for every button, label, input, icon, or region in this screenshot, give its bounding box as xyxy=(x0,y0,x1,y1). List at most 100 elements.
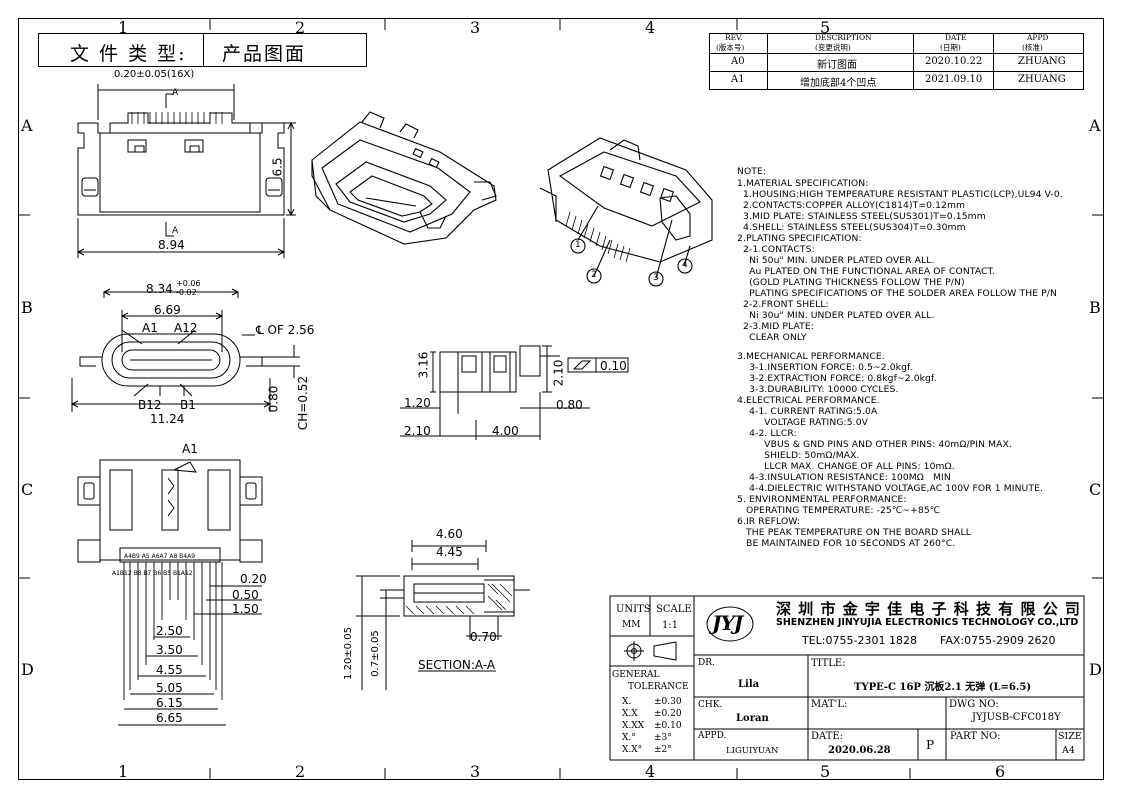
title-label: TITLE: xyxy=(811,658,846,669)
side-view xyxy=(400,345,629,440)
tolerance-value: ±3° xyxy=(654,733,672,743)
section-view xyxy=(356,540,530,690)
dim-width-8-34: 8.34 xyxy=(146,282,173,296)
zone-left-b: B xyxy=(21,298,33,317)
section-label: SECTION:A-A xyxy=(418,658,496,672)
note-line: 3.MID PLATE: STAINLESS STEEL(SUS301)T=0.… xyxy=(737,211,986,222)
zone-right-b: B xyxy=(1089,298,1101,317)
dim-height-6-5: 6.5 xyxy=(270,157,285,177)
note-line: 3.MECHANICAL PERFORMANCE. xyxy=(737,351,885,362)
tolerance-title-2: TOLERANCE xyxy=(628,682,689,692)
pin-label-b1: B1 xyxy=(180,398,196,412)
part-number-label: PART NO: xyxy=(950,731,1001,742)
note-line: 2-2.FRONT SHELL: xyxy=(737,299,829,310)
checked-value: Loran xyxy=(736,713,769,724)
rev-header-cn: (版本号) xyxy=(716,43,745,52)
flatness-tolerance: 0.10 xyxy=(600,359,627,373)
zone-bottom-3: 3 xyxy=(470,762,481,781)
zone-bottom-2: 2 xyxy=(295,762,306,781)
size-value: A4 xyxy=(1062,745,1075,756)
drawing-frame xyxy=(18,18,1104,780)
zone-left-a: A xyxy=(21,116,33,135)
units-label: UNITS xyxy=(616,604,651,615)
rev-row-1-appd: ZHUANG xyxy=(1018,56,1066,67)
dim-width-8-34-upper-tol: +0.06 xyxy=(176,279,201,288)
pin-label-a12: A12 xyxy=(174,321,198,335)
section-marker-bottom: A xyxy=(172,226,179,236)
note-line: VOLTAGE RATING:5.0V xyxy=(737,417,869,428)
note-line: (GOLD PLATING THICKNESS FOLLOW THE P/N) xyxy=(737,277,965,288)
pin-row-top: A4B9 A5 A6A7 A8 B4A9 xyxy=(124,553,196,560)
dim-width-8-94: 8.94 xyxy=(158,238,185,252)
tolerance-value: ±0.10 xyxy=(654,721,682,731)
approved-label: APPD. xyxy=(698,731,727,741)
drawing-title: TYPE-C 16P 沉板2.1 无弹 (L=6.5) xyxy=(854,682,1032,693)
callout-4: 4 xyxy=(682,260,688,270)
dim-0-7-tol: 0.7±0.05 xyxy=(369,630,381,677)
zone-top-3: 3 xyxy=(470,18,481,37)
appd-header-en: APPD xyxy=(1027,33,1049,42)
scale-label: SCALE xyxy=(656,604,692,615)
doc-type-value: 产品图面 xyxy=(222,43,307,65)
note-line: Au PLATED ON THE FUNCTIONAL AREA OF CONT… xyxy=(737,266,996,277)
note-line: 1.HOUSING:HIGH TEMPERATURE RESISTANT PLA… xyxy=(737,189,1063,200)
dim-centerline: ℄ OF 2.56 xyxy=(256,323,315,337)
date-header-cn: (日期) xyxy=(940,43,961,52)
desc-header-cn: (变更说明) xyxy=(815,43,851,52)
tolerance-value: ±0.20 xyxy=(654,709,682,719)
note-line: NOTE: xyxy=(737,166,767,177)
rev-row-1-rev: A0 xyxy=(731,56,745,67)
note-line: THE PEAK TEMPERATURE ON THE BOARD SHALL xyxy=(737,527,971,538)
rev-row-1-desc: 新订图面 xyxy=(817,60,857,71)
zone-right-c: C xyxy=(1089,480,1102,499)
dim-4-60: 4.60 xyxy=(436,527,463,541)
dim-2-10: 2.10 xyxy=(404,424,431,438)
tolerance-key: X. xyxy=(622,697,632,707)
rev-row-2-desc: 增加底部4个凹点 xyxy=(800,78,877,89)
zone-left-d: D xyxy=(21,660,34,679)
note-line: 4-4.DIELECTRIC WITHSTAND VOLTAGE,AC 100V… xyxy=(737,483,1044,494)
dim-chamfer: CH=0.52 xyxy=(296,375,311,431)
company-name-cn: 深 圳 市 金 宇 佳 电 子 科 技 有 限 公 司 xyxy=(776,600,1081,618)
rev-row-2-date: 2021.09.10 xyxy=(925,74,983,85)
drawing-number: JYJUSB-CFC018Y xyxy=(972,712,1061,723)
doc-type-value-cell xyxy=(203,33,367,67)
note-line: SHIELD: 50mΩ/MAX. xyxy=(737,450,860,461)
zone-bottom-5: 5 xyxy=(820,762,831,781)
dim-0-80: 0.80 xyxy=(266,385,281,413)
tolerance-key: X.XX xyxy=(622,721,645,731)
note-line: 2-3.MID PLATE: xyxy=(737,321,814,332)
dim-0-70: 0.70 xyxy=(470,630,497,644)
callout-3: 3 xyxy=(653,273,659,283)
drawn-label: DR. xyxy=(698,658,715,668)
tolerance-key: X.X xyxy=(622,709,638,719)
note-line: 3-2.EXTRACTION FORCE: 0.8kgf~2.0kgf. xyxy=(737,373,937,384)
dim-1-20-tol: 1.20±0.05 xyxy=(342,627,354,680)
dim-0-80-side: 0.80 xyxy=(556,398,583,412)
rev-row-2-appd: ZHUANG xyxy=(1018,74,1066,85)
note-line: 2.PLATING SPECIFICATION: xyxy=(737,233,862,244)
zone-bottom-6: 6 xyxy=(995,762,1006,781)
note-line: CLEAR ONLY xyxy=(737,332,807,343)
material-label: MAT'L: xyxy=(811,699,848,710)
drawn-value: Lila xyxy=(738,679,760,690)
appd-header-cn: (核准) xyxy=(1022,43,1043,52)
dim-4-45: 4.45 xyxy=(436,545,463,559)
dim-3-16: 3.16 xyxy=(416,351,431,379)
zone-top-4: 4 xyxy=(645,18,656,37)
zone-top-5: 5 xyxy=(820,18,831,37)
note-line: 4.SHELL: STAINLESS STEEL(SUS304)T=0.30mm xyxy=(737,222,966,233)
scale-value: 1:1 xyxy=(662,620,679,631)
tolerance-key: X.X° xyxy=(622,745,643,755)
dim-6-65: 6.65 xyxy=(156,711,183,725)
desc-header-en: DESCRIPTION xyxy=(815,33,872,42)
rev-row-1-date: 2020.10.22 xyxy=(925,56,983,67)
dim-0-20: 0.20 xyxy=(240,572,267,586)
tolerance-value: ±2° xyxy=(654,745,672,755)
rev-row-2-rev: A1 xyxy=(731,74,745,85)
projection-mark: P xyxy=(926,738,935,752)
note-line: PLATING SPECIFICATIONS OF THE SOLDER ARE… xyxy=(737,288,1057,299)
iso-view-back xyxy=(539,137,713,287)
note-line: 5. ENVIRONMENTAL PERFORMANCE: xyxy=(737,494,907,505)
